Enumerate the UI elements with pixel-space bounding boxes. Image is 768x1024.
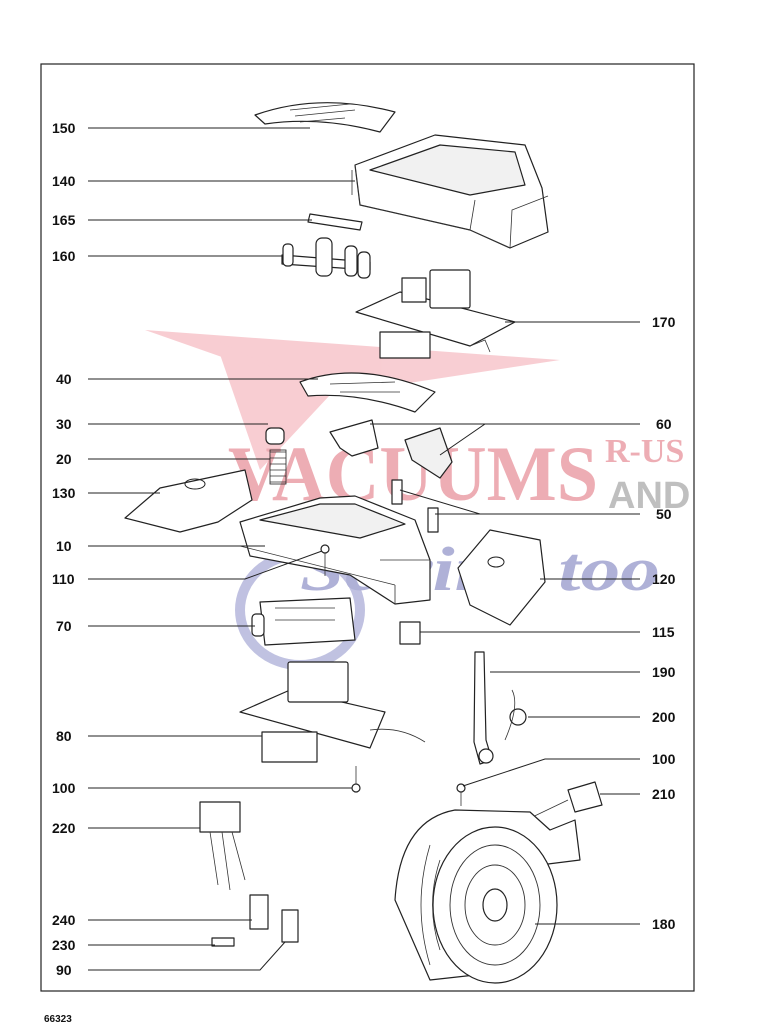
diagram-frame [40, 63, 695, 992]
watermark-red-wedge-2 [215, 340, 330, 470]
watermark-red-wedge [145, 330, 560, 395]
part-180-cable-reel [394, 809, 581, 984]
label-180: 180 [652, 916, 676, 932]
label-60: 60 [656, 416, 672, 432]
part-70-switch-block [251, 597, 356, 646]
watermark-and-text: AND [608, 475, 690, 517]
part-40-label-strip [299, 372, 436, 413]
label-110: 110 [52, 571, 75, 587]
part-230-small-spring [211, 937, 235, 947]
label-165: 165 [52, 212, 76, 228]
label-120: 120 [652, 571, 676, 587]
label-130: 130 [52, 485, 76, 501]
label-40: 40 [56, 371, 72, 387]
label-210: 210 [652, 786, 676, 802]
label-30: 30 [56, 416, 72, 432]
label-90: 90 [56, 962, 72, 978]
part-130-side-cover [124, 469, 253, 533]
part-100-screw-reel [456, 783, 466, 806]
part-220-connector [199, 801, 246, 891]
part-60-buttons [329, 419, 453, 479]
part-160-button-carrier [281, 237, 371, 279]
part-240-terminal [249, 894, 269, 930]
part-110-screw [320, 544, 330, 576]
part-100-screw-lower [351, 766, 361, 793]
label-230: 230 [52, 937, 76, 953]
part-170-circuit-board [355, 269, 516, 359]
label-150: 150 [52, 120, 76, 136]
label-140: 140 [52, 173, 76, 189]
part-90-clip [281, 909, 299, 943]
label-170: 170 [652, 314, 676, 330]
part-50-springs [391, 479, 439, 533]
label-200: 200 [652, 709, 676, 725]
part-165-bar [307, 213, 363, 231]
part-190-lever [473, 651, 494, 765]
part-80-lower-board [239, 661, 426, 763]
watermark-r-us-text: R-US [605, 433, 684, 470]
label-70: 70 [56, 618, 72, 634]
label-100-left: 100 [52, 780, 76, 796]
label-240: 240 [52, 912, 76, 928]
label-115: 115 [652, 624, 675, 640]
part-120-side-cover [457, 529, 546, 626]
part-30-spring-cap [265, 427, 285, 445]
leader-lines [88, 127, 640, 971]
part-150-label-plate [254, 102, 396, 133]
part-200-bushing [504, 689, 527, 741]
label-100-right: 100 [652, 751, 676, 767]
label-160: 160 [52, 248, 76, 264]
label-220: 220 [52, 820, 76, 836]
label-10: 10 [56, 538, 72, 554]
part-115-micro-switch [399, 621, 421, 645]
part-140-top-cover [351, 134, 549, 249]
drawing-code: 66323 [44, 1014, 72, 1024]
label-20: 20 [56, 451, 72, 467]
label-80: 80 [56, 728, 72, 744]
label-190: 190 [652, 664, 676, 680]
label-50: 50 [656, 506, 672, 522]
part-20-spring [269, 449, 287, 485]
part-labels: 150 140 165 160 170 40 30 60 20 130 50 1… [52, 120, 676, 978]
part-10-main-body [239, 495, 431, 605]
